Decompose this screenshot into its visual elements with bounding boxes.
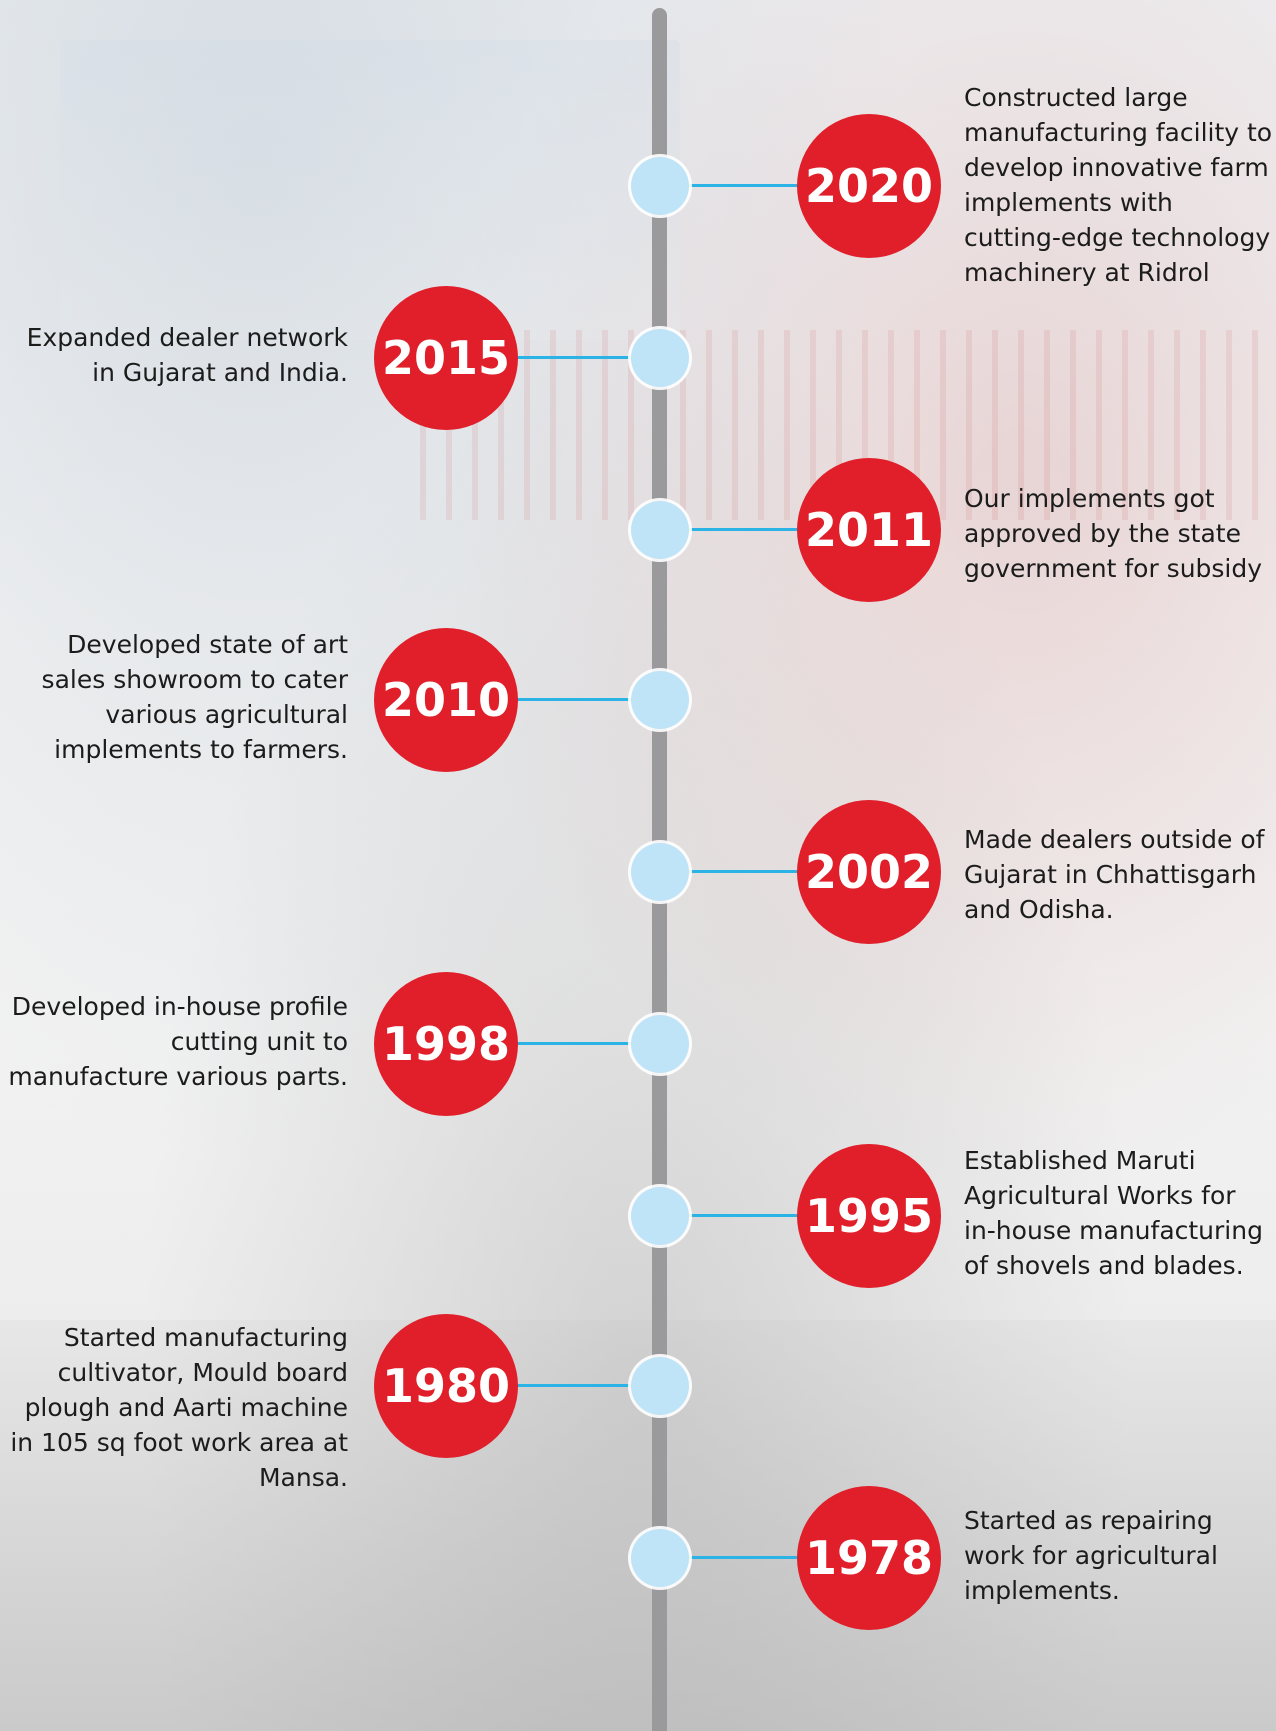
event-description: Started as repairing work for agricultur… <box>964 1506 1218 1605</box>
timeline-connector <box>689 184 797 187</box>
year-badge: 1978 <box>797 1486 941 1630</box>
year-badge: 2011 <box>797 458 941 602</box>
timeline-connector <box>689 1214 797 1217</box>
year-badge: 2010 <box>374 628 518 772</box>
event-description: Our implements got approved by the state… <box>964 484 1263 583</box>
year-badge: 1998 <box>374 972 518 1116</box>
timeline-connector <box>516 356 631 359</box>
timeline-node <box>631 501 689 559</box>
event-description: Established Maruti Agricultural Works fo… <box>964 1146 1263 1280</box>
event-description: Developed in-house profile cutting unit … <box>8 992 348 1091</box>
timeline-connector <box>689 870 797 873</box>
event-description: Made dealers outside of Gujarat in Chhat… <box>964 825 1265 924</box>
event-description: Developed state of art sales showroom to… <box>41 630 348 764</box>
event-description: Expanded dealer network in Gujarat and I… <box>26 323 348 387</box>
timeline-node <box>631 671 689 729</box>
year-badge: 2020 <box>797 114 941 258</box>
background-building <box>60 40 680 340</box>
timeline-node <box>631 1529 689 1587</box>
timeline-connector <box>516 698 631 701</box>
year-badge: 2002 <box>797 800 941 944</box>
timeline-connector <box>689 1556 797 1559</box>
timeline-node <box>631 843 689 901</box>
year-badge: 2015 <box>374 286 518 430</box>
timeline-node <box>631 1015 689 1073</box>
timeline-connector <box>516 1042 631 1045</box>
timeline-connector <box>516 1384 631 1387</box>
timeline-node <box>631 1187 689 1245</box>
year-badge: 1995 <box>797 1144 941 1288</box>
year-badge: 1980 <box>374 1314 518 1458</box>
timeline-connector <box>689 528 797 531</box>
event-description: Constructed large manufacturing facility… <box>964 83 1273 287</box>
timeline-node <box>631 329 689 387</box>
event-description: Started manufacturing cultivator, Mould … <box>10 1323 348 1492</box>
timeline-node <box>631 1357 689 1415</box>
timeline-node <box>631 157 689 215</box>
